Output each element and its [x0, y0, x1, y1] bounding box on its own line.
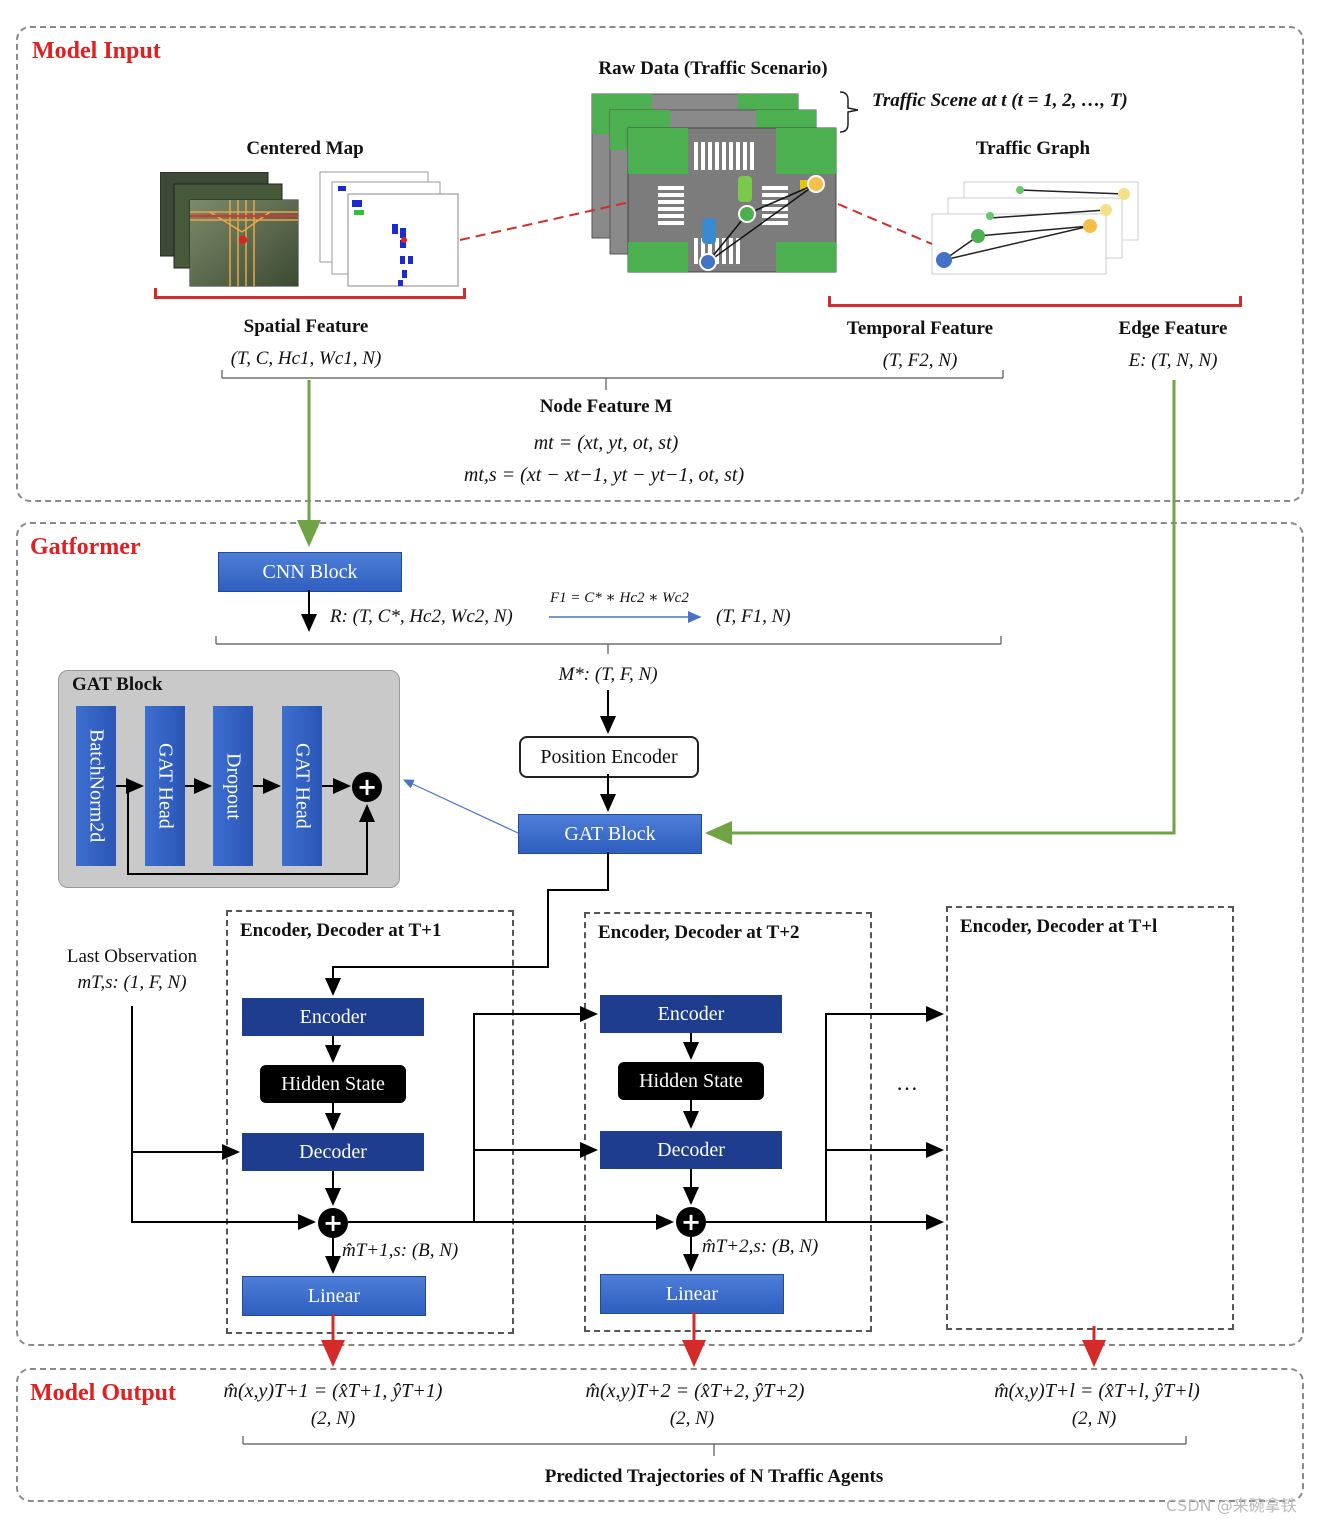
output-shape-l: (2, N) — [1071, 1408, 1117, 1429]
temporal-edge-brace — [828, 296, 1242, 307]
edge-shape: E: (T, N, N) — [1128, 350, 1218, 371]
last-observation-shape: mT,s: (1, F, N) — [77, 972, 187, 993]
traffic-graph-image — [930, 180, 1140, 276]
gat-head-layer-2: GAT Head — [282, 706, 322, 866]
stage-1-box — [226, 910, 514, 1334]
node-feature-label: Node Feature M — [539, 396, 673, 417]
raster-map-image — [318, 170, 460, 288]
stage-2-linear: Linear — [600, 1274, 784, 1314]
watermark: CSDN @来碗拿铁 — [1166, 1496, 1297, 1515]
stage-1-output: m̂T+1,s: (B, N) — [342, 1240, 459, 1261]
stage-1-hidden-state: Hidden State — [260, 1065, 406, 1103]
stage-2-box — [584, 912, 872, 1332]
stage-l-box — [946, 906, 1234, 1330]
output-shape-1: (2, N) — [310, 1408, 356, 1429]
stage-1-title: Encoder, Decoder at T+1 — [240, 920, 442, 941]
f1-equation: F1 = C* ∗ Hc2 ∗ Wc2 — [550, 590, 689, 606]
output-equation-l: m̂(x,y)T+l = (x̂T+l, ŷT+l) — [994, 1380, 1200, 1402]
aerial-map-image — [159, 171, 300, 288]
stage-2-encoder: Encoder — [600, 995, 782, 1033]
stage-1-encoder: Encoder — [242, 998, 424, 1036]
output-equation-2: m̂(x,y)T+2 = (x̂T+2, ŷT+2) — [585, 1380, 805, 1402]
r-shape: R: (T, C*, Hc2, Wc2, N) — [330, 606, 513, 627]
stage-2-plus-icon: + — [676, 1207, 706, 1237]
plus-icon: + — [352, 772, 382, 802]
stage-1-decoder: Decoder — [242, 1133, 424, 1171]
last-observation-label: Last Observation — [66, 946, 198, 967]
model-input-panel — [16, 26, 1304, 502]
cnn-block: CNN Block — [218, 552, 402, 592]
stage-2-decoder: Decoder — [600, 1131, 782, 1169]
stage-2-hidden-state: Hidden State — [618, 1062, 764, 1100]
spatial-shape: (T, C, Hc1, Wc1, N) — [230, 348, 382, 369]
dropout-layer: Dropout — [213, 706, 253, 866]
model-output-title: Model Output — [30, 1380, 177, 1406]
output-shape-2: (2, N) — [669, 1408, 715, 1429]
model-output-panel — [16, 1368, 1304, 1502]
spatial-feature-label: Spatial Feature — [243, 316, 369, 337]
gatformer-title: Gatformer — [30, 534, 141, 560]
gat-head-layer-1: GAT Head — [145, 706, 185, 866]
temporal-shape: (T, F2, N) — [882, 350, 958, 371]
stage-l-title: Encoder, Decoder at T+l — [960, 916, 1158, 937]
edge-feature-label: Edge Feature — [1118, 318, 1228, 339]
batchnorm-layer: BatchNorm2d — [76, 706, 116, 866]
position-encoder: Position Encoder — [519, 736, 699, 778]
node-equation-2: mt,s = (xt − xt−1, yt − yt−1, ot, st) — [463, 464, 745, 486]
traffic-scene-label: Traffic Scene at t (t = 1, 2, …, T) — [872, 90, 1128, 111]
temporal-feature-label: Temporal Feature — [846, 318, 994, 339]
output-caption: Predicted Trajectories of N Traffic Agen… — [544, 1466, 884, 1487]
gatformer-panel — [16, 522, 1304, 1346]
stage-2-title: Encoder, Decoder at T+2 — [598, 922, 800, 943]
centered-map-label: Centered Map — [246, 138, 364, 159]
traffic-graph-label: Traffic Graph — [975, 138, 1091, 159]
m-star-shape: M*: (T, F, N) — [558, 664, 658, 685]
model-input-title: Model Input — [32, 38, 161, 64]
stage-2-output: m̂T+2,s: (B, N) — [702, 1236, 819, 1257]
traffic-scene-image — [590, 92, 840, 274]
gat-block: GAT Block — [518, 814, 702, 854]
f1-shape: (T, F1, N) — [716, 606, 791, 627]
spatial-brace — [154, 288, 466, 299]
ellipsis: … — [896, 1070, 918, 1095]
raw-data-label: Raw Data (Traffic Scenario) — [598, 58, 828, 79]
stage-1-linear: Linear — [242, 1276, 426, 1316]
gat-panel-title: GAT Block — [72, 674, 163, 695]
node-equation-1: mt = (xt, yt, ot, st) — [533, 432, 679, 454]
output-equation-1: m̂(x,y)T+1 = (x̂T+1, ŷT+1) — [223, 1380, 443, 1402]
stage-1-plus-icon: + — [318, 1208, 348, 1238]
